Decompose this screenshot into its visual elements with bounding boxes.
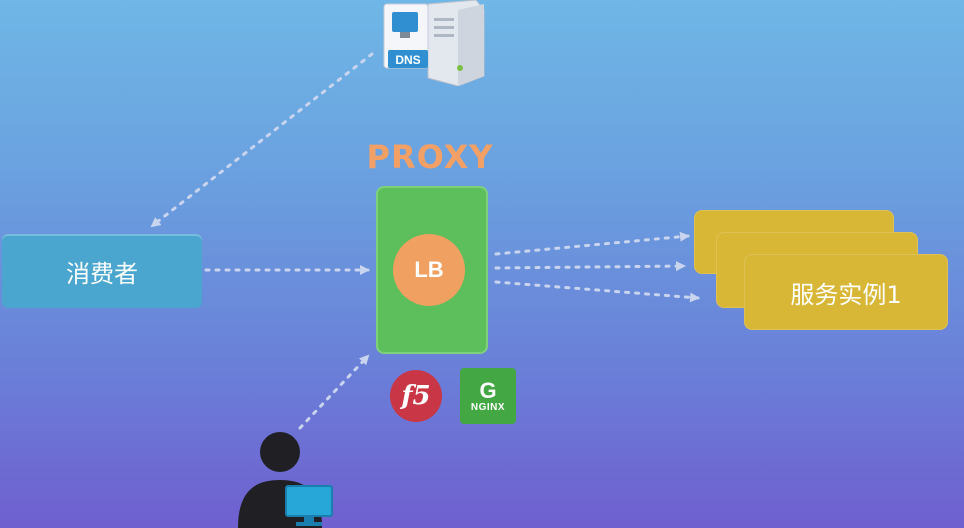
edge-dns-to-consumer — [150, 52, 374, 228]
edge-lb-to-service-1 — [494, 231, 690, 256]
load-balancer-node: LB — [393, 234, 465, 306]
proxy-title: PROXY — [366, 138, 494, 176]
consumer-node: 消费者 — [2, 234, 202, 308]
lb-label: LB — [414, 257, 444, 282]
consumer-label: 消费者 — [66, 259, 138, 288]
service-instance-node: 服务实例1 — [744, 254, 948, 330]
edge-lb-to-service-2 — [494, 261, 686, 272]
edge-lb-to-service-3 — [494, 280, 700, 303]
edge-user-to-proxy — [298, 354, 370, 430]
user-computer-icon — [238, 432, 333, 528]
nginx-g-mark: G — [479, 377, 497, 403]
dns-label: DNS — [395, 53, 420, 67]
dns-server-icon: DNS — [383, 0, 485, 86]
service-label: 服务实例1 — [790, 280, 902, 309]
nginx-logo-icon: G NGINX — [460, 368, 516, 424]
f5-logo-icon: f5 — [390, 370, 442, 422]
f5-logo-text: f5 — [401, 381, 431, 411]
nginx-logo-text: NGINX — [470, 401, 506, 413]
